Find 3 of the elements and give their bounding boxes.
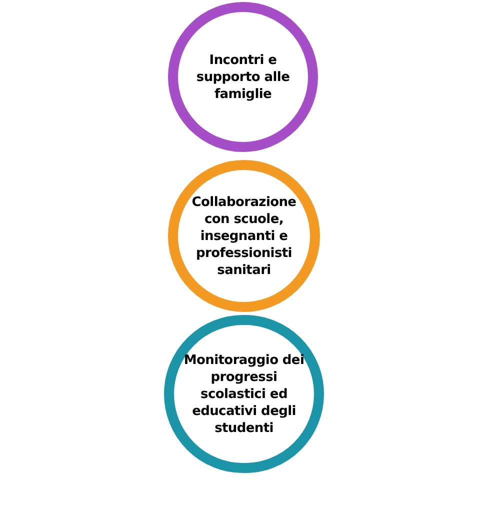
node-text: Monitoraggio dei progressi scolastici ed educativi degli studenti — [182, 352, 306, 436]
node-text: Collaborazione con scuole, insegnanti e professionisti sanitari — [190, 194, 298, 278]
node-text: Incontri e supporto alle famiglie — [195, 52, 291, 102]
